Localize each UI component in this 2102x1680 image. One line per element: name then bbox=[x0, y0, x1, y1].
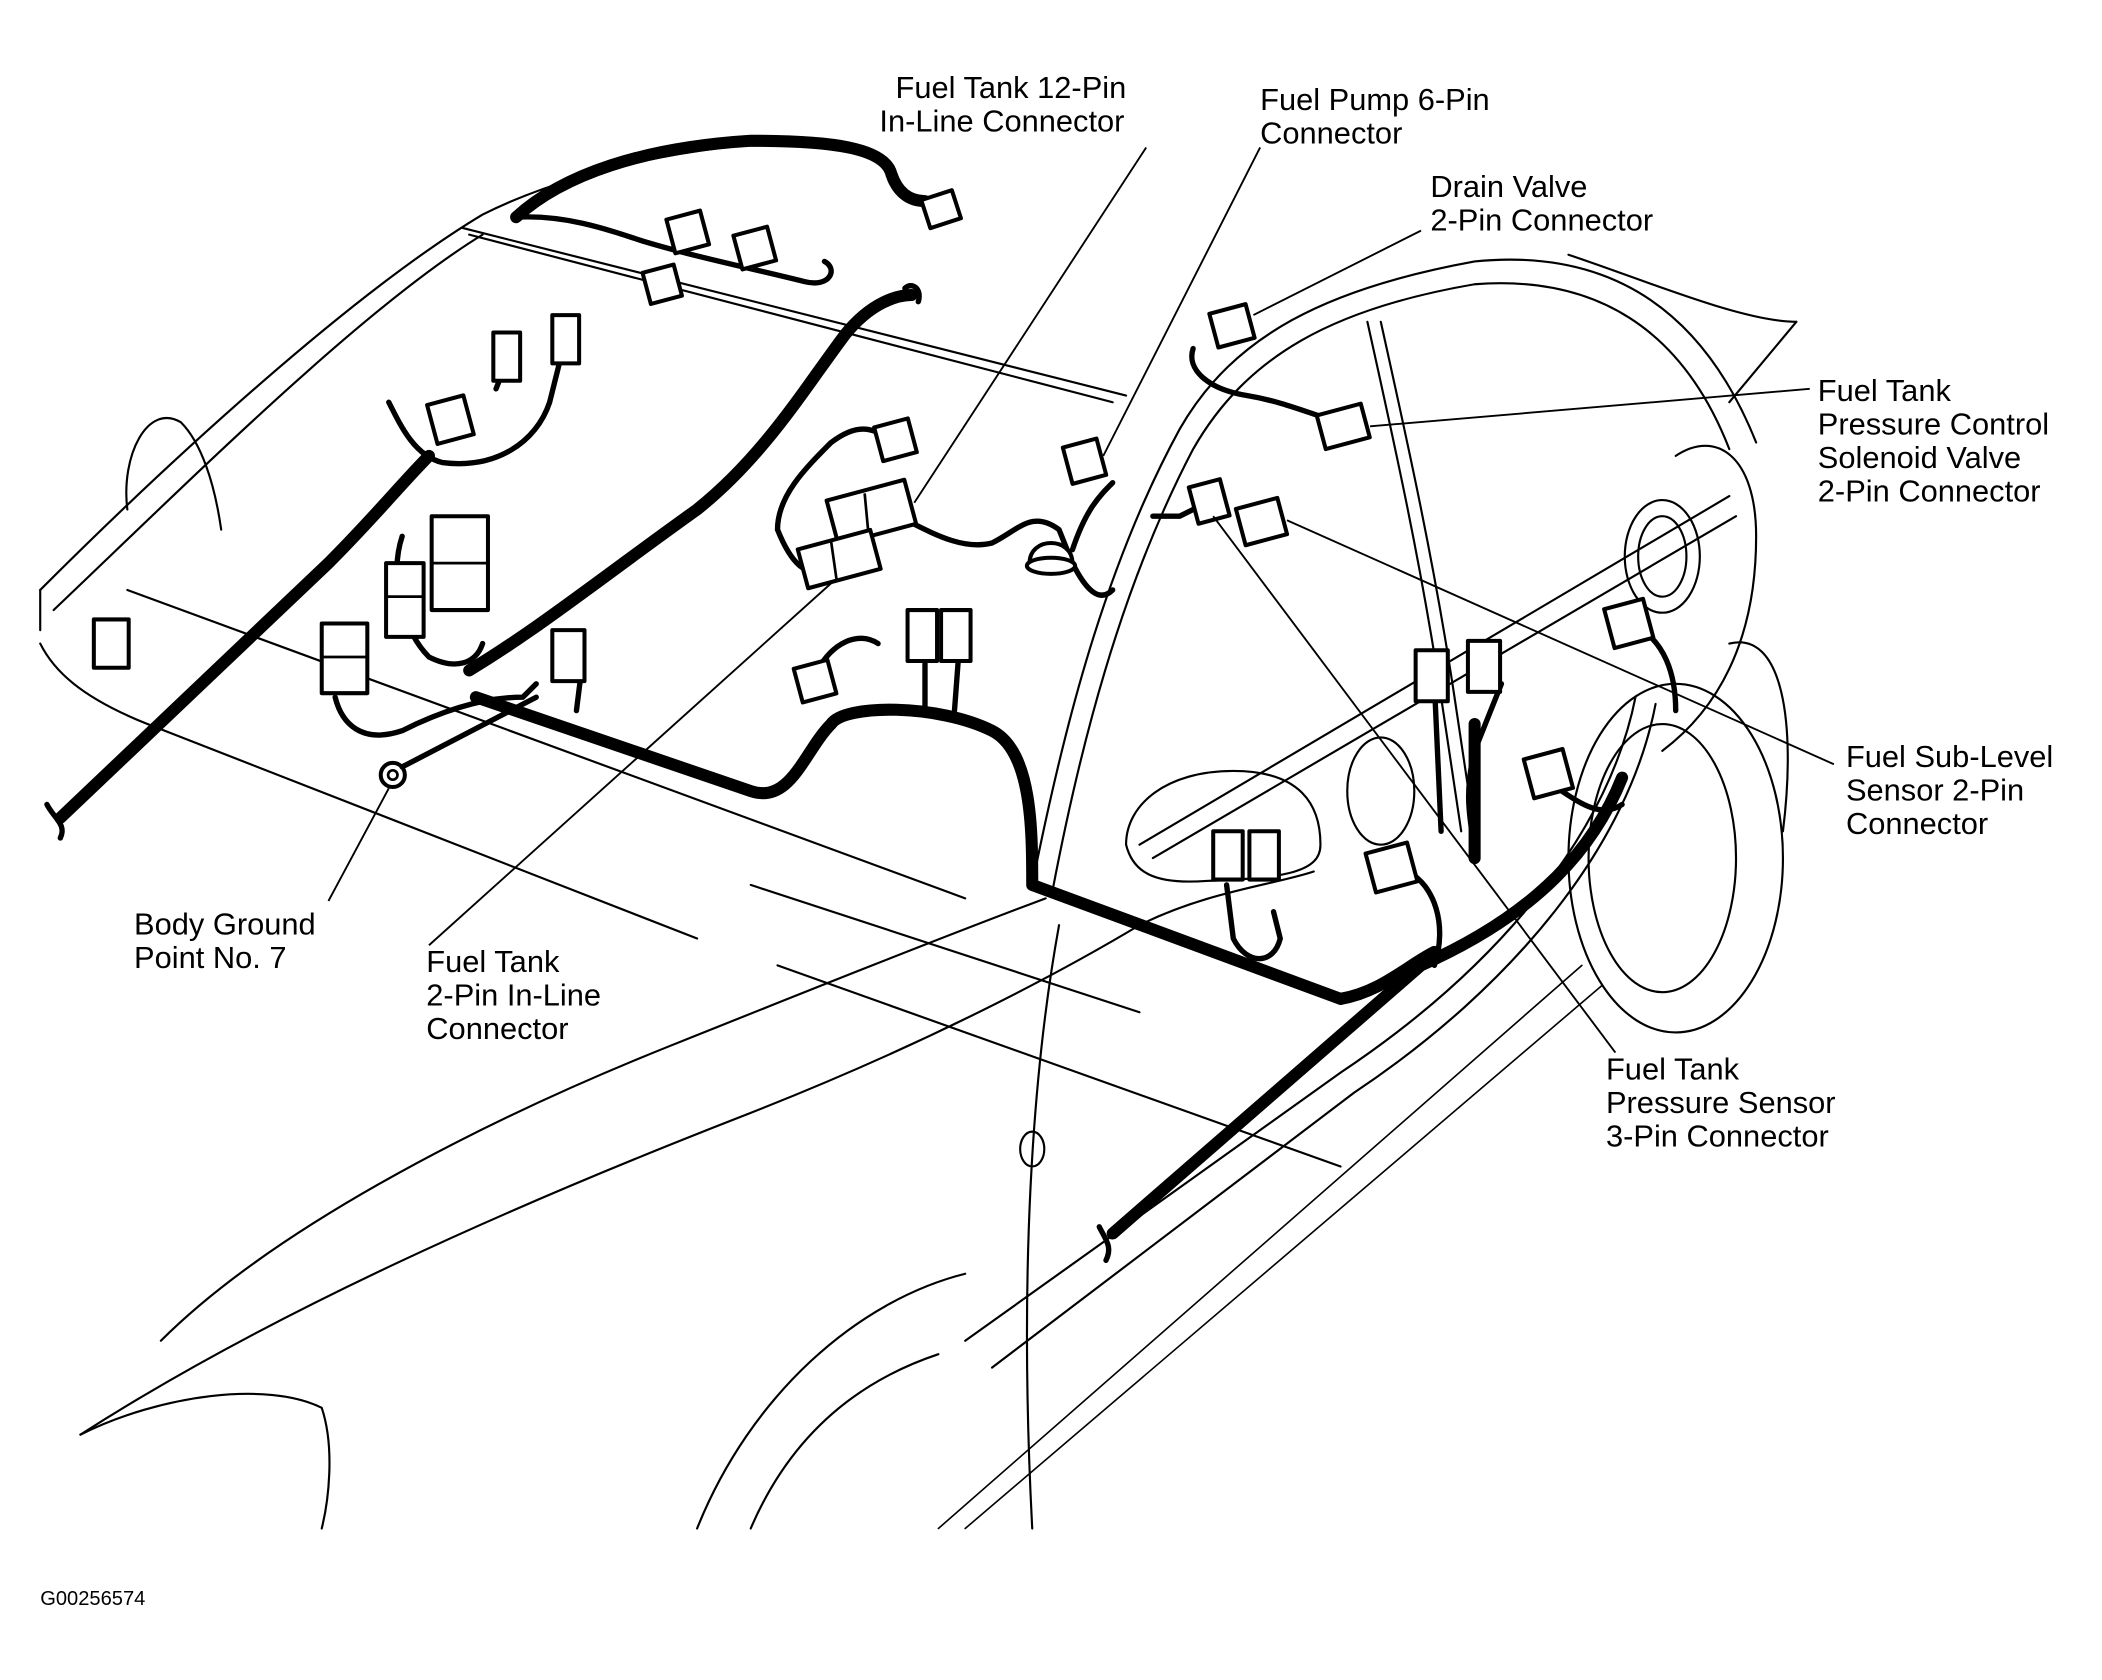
label-line: Pressure Sensor bbox=[1606, 1085, 1836, 1120]
leader-body-ground bbox=[327, 787, 390, 902]
connector-icon bbox=[1363, 840, 1420, 895]
connector-icon bbox=[905, 608, 940, 664]
connector-icon bbox=[939, 608, 973, 664]
label-line: Fuel Tank bbox=[1606, 1051, 1740, 1086]
connector-icon bbox=[91, 617, 131, 670]
callout-labels: Fuel Tank 12-Pin In-Line Connector Fuel … bbox=[134, 70, 2062, 1153]
label-line: Fuel Sub-Level bbox=[1846, 739, 2053, 774]
label-line: 3-Pin Connector bbox=[1606, 1118, 1829, 1153]
connector-icon bbox=[429, 514, 490, 613]
car-body-outline bbox=[39, 146, 1798, 1530]
connector-icon bbox=[550, 628, 587, 684]
connector-icon bbox=[425, 393, 476, 446]
connector-icon bbox=[1602, 596, 1656, 651]
grommet-icon bbox=[1024, 541, 1078, 576]
label-line: Pressure Control bbox=[1818, 406, 2049, 441]
label-fuel-tank-2pin: Fuel Tank 2-Pin In-Line Connector bbox=[426, 944, 609, 1046]
label-pressure-sensor: Fuel Tank Pressure Sensor 3-Pin Connecto… bbox=[1606, 1051, 1844, 1153]
label-fuel-sub-level-sensor: Fuel Sub-Level Sensor 2-Pin Connector bbox=[1846, 739, 2062, 841]
label-fuel-pump-6pin: Fuel Pump 6-Pin Connector bbox=[1260, 82, 1498, 151]
leader-pressure-sensor bbox=[1212, 515, 1617, 1054]
connectors bbox=[44, 188, 1656, 1264]
connector-icon bbox=[550, 313, 582, 366]
leader-lines bbox=[327, 146, 1835, 1054]
connector-icon bbox=[1233, 495, 1290, 548]
label-line: Point No. 7 bbox=[134, 940, 287, 975]
connector-icon bbox=[791, 657, 839, 705]
connector-icon bbox=[919, 188, 963, 231]
connector-icon bbox=[1247, 829, 1281, 882]
label-line: Fuel Tank 12-Pin bbox=[895, 70, 1126, 105]
connector-icon bbox=[824, 477, 919, 547]
label-pressure-control-solenoid: Fuel Tank Pressure Control Solenoid Valv… bbox=[1818, 373, 2058, 509]
label-line: Fuel Pump 6-Pin bbox=[1260, 82, 1490, 117]
label-line: Solenoid Valve bbox=[1818, 440, 2021, 475]
connector-icon bbox=[1314, 401, 1372, 452]
leader-fuel-sub-level bbox=[1286, 519, 1835, 766]
connector-icon bbox=[1060, 436, 1109, 486]
leader-drain-valve bbox=[1253, 229, 1422, 316]
connector-icon bbox=[1207, 302, 1257, 350]
label-line: 2-Pin Connector bbox=[1818, 473, 2041, 508]
connector-icon bbox=[664, 208, 712, 256]
connector-icon bbox=[640, 262, 684, 306]
leader-fuel-tank-2pin bbox=[428, 582, 832, 946]
connector-icon bbox=[1465, 638, 1503, 694]
label-line: Body Ground bbox=[134, 907, 316, 942]
label-line: Connector bbox=[1846, 806, 1988, 841]
harness-main bbox=[54, 134, 1629, 1240]
label-line: Sensor 2-Pin bbox=[1846, 772, 2024, 807]
connector-icon bbox=[319, 621, 370, 696]
harness-clip-icon bbox=[44, 801, 65, 841]
label-line: 2-Pin In-Line bbox=[426, 978, 601, 1013]
connector-icon bbox=[731, 224, 779, 272]
connector-icon bbox=[872, 416, 919, 464]
connector-icon bbox=[1186, 477, 1232, 526]
label-line: In-Line Connector bbox=[879, 103, 1124, 138]
label-line: Fuel Tank bbox=[426, 944, 560, 979]
leader-fuel-tank-12pin bbox=[913, 146, 1147, 504]
wires bbox=[332, 214, 1679, 969]
label-drain-valve: Drain Valve 2-Pin Connector bbox=[1430, 169, 1653, 238]
connector-icon bbox=[384, 561, 426, 639]
connector-icon bbox=[1413, 648, 1450, 704]
label-line: 2-Pin Connector bbox=[1430, 203, 1653, 238]
connector-icon bbox=[1211, 829, 1245, 882]
harness-clip-icon bbox=[1096, 1224, 1112, 1264]
label-line: Connector bbox=[1260, 115, 1402, 150]
leader-fuel-pump-6pin bbox=[1102, 147, 1261, 457]
figure-id: G00256574 bbox=[40, 1588, 145, 1610]
connector-icon bbox=[491, 330, 523, 383]
connector-icon bbox=[795, 527, 883, 591]
leader-pressure-control-solenoid bbox=[1369, 387, 1810, 428]
label-line: Drain Valve bbox=[1430, 169, 1587, 204]
harness-clip-icon bbox=[902, 282, 922, 305]
label-fuel-tank-12pin: Fuel Tank 12-Pin In-Line Connector bbox=[879, 70, 1134, 139]
label-line: Fuel Tank bbox=[1818, 373, 1952, 408]
label-body-ground: Body Ground Point No. 7 bbox=[134, 907, 324, 976]
label-line: Connector bbox=[426, 1011, 568, 1046]
ground-terminal-icon bbox=[378, 694, 539, 790]
connector-icon bbox=[1521, 746, 1575, 801]
